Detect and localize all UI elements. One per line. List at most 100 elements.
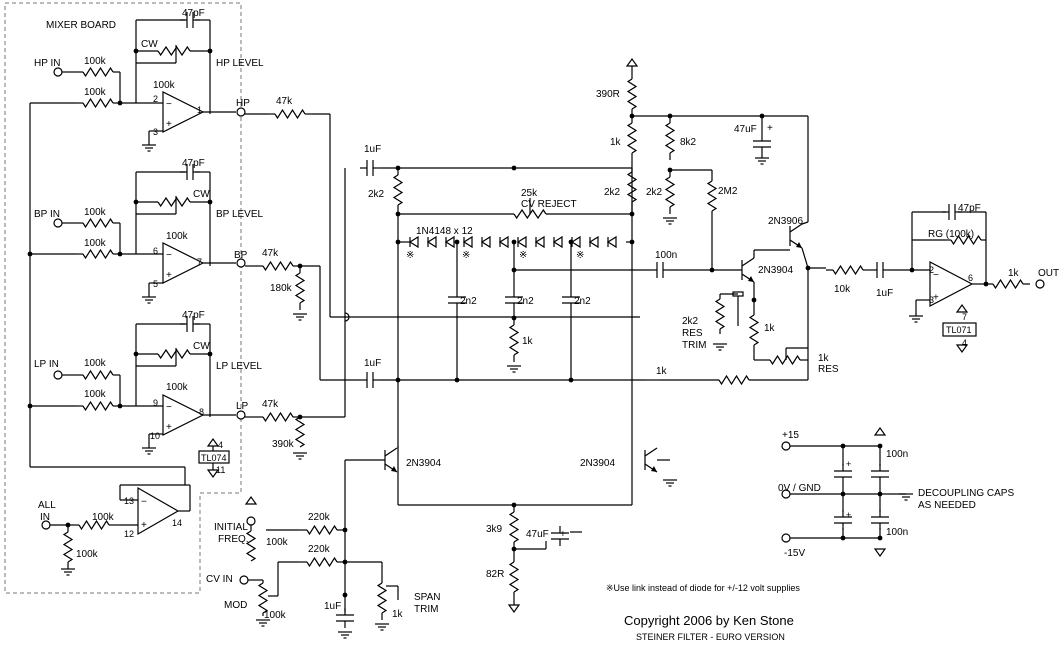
supply-arrow-up [206,437,220,447]
c-p1-plus: + [846,459,851,469]
opamp-minus: − [141,496,147,507]
bp-out-label: BP [234,250,248,261]
span-label-2: TRIM [414,604,438,615]
res-trim-label-1: RES [682,328,703,339]
r-bp-fb-value: 100k [166,231,189,242]
npn-transistor-symbol [391,466,397,472]
pin-7: 7 [197,257,202,267]
q-2n3904-a-label: 2N3904 [758,265,793,276]
opamp-plus: + [166,270,172,281]
opamp-symbol [162,91,205,133]
junction-dot [117,403,123,409]
pin-3: 3 [153,127,158,137]
initial-freq-label-1: INITIAL [214,522,248,533]
pin-6: 6 [153,246,158,256]
resistor-symbol [82,248,114,260]
r-390k-value: 390k [272,439,295,450]
diode-marker-1: ※ [406,250,414,261]
r-82r-value: 82R [486,569,504,580]
res-label: RES [818,364,839,375]
pin-9: 9 [153,398,158,408]
q-2n3906-label: 2N3906 [768,216,803,227]
resistor-symbol [626,122,638,154]
diode-symbol [552,235,563,249]
c-1uf-mid-value: 1uF [364,358,381,369]
r-1k-fb-value: 1k [656,366,668,377]
r-all-gnd-value: 100k [76,549,99,560]
mixer-board-boundary [4,2,242,594]
resistor-symbol [274,108,306,120]
r-bp-in-value: 100k [84,207,107,218]
opamp-plus: + [141,520,147,531]
r-all-in-value: 100k [92,512,115,523]
mixer-board-label: MIXER BOARD [46,20,116,31]
wire [384,447,398,457]
junction-dot [629,239,635,245]
c-47uf-top-plus: + [767,123,773,134]
bp-in-label: BP IN [34,209,60,220]
junction-dot [207,199,213,205]
c-47uf-top-value: 47uF [734,124,757,135]
tl074-pin-4: 4 [218,440,223,450]
r-1k-mid-value: 1k [522,336,534,347]
supply-arrow-up [244,495,258,505]
resistor-symbol [262,260,294,272]
opamp-minus: − [166,99,172,110]
junction-dot [207,351,213,357]
opamp-symbol [929,261,974,307]
out-pin-2: 2 [929,265,934,275]
pin-10: 10 [150,431,160,441]
c-p2-plus: + [846,510,851,520]
r-2k2-right-value: 2k2 [604,187,621,198]
npn-transistor-symbol [796,242,802,248]
pot-mod-value: 100k [264,610,287,621]
resistor-symbol [82,217,114,229]
r-2k2-left-value: 2k2 [368,189,385,200]
all-in-label-2: IN [40,512,50,523]
r-2k2-res-value: 2k2 [682,316,699,327]
supply-arrow-down [873,548,887,558]
wire [644,447,658,457]
diode-symbol [444,235,455,249]
pot-span-value: 1k [392,609,404,620]
r-2k2-b-value: 2k2 [646,187,663,198]
r-8k2-value: 8k2 [680,137,697,148]
junction-dot [342,592,348,598]
resistor-symbol [294,416,306,448]
minus15-label: -15V [784,548,805,559]
junction-dot [133,351,139,357]
lp-level-label: LP LEVEL [216,361,262,372]
jack-symbol [236,258,246,268]
c-47uf-exp-value: 47uF [526,529,549,540]
junction-dot [207,48,213,54]
cv-reject-label: CV REJECT [521,199,577,210]
q-2n3904-b-label: 2N3904 [406,458,441,469]
junction-dot [27,403,33,409]
out-pin-3: 3 [929,295,934,305]
opamp-plus: + [166,119,172,130]
resistor-symbol [832,264,864,276]
junction-dot [117,251,123,257]
diode-symbol [498,235,509,249]
diode-symbol [534,235,545,249]
r-3k9-value: 3k9 [486,524,503,535]
resistor-symbol [950,234,982,246]
opamp-plus: + [166,422,172,433]
junction-dot [117,100,123,106]
pin-13: 13 [124,496,134,506]
c-1uf-top-value: 1uF [364,144,381,155]
supply-arrow-up [625,57,639,67]
note-text: ※Use link instead of diode for +/-12 vol… [606,583,800,593]
diode-symbol [408,235,419,249]
r-220k-b-value: 220k [308,544,331,555]
hp-in-label: HP IN [34,58,61,69]
tl071-pin-7: 7 [962,312,967,322]
c-1uf-span-value: 1uF [324,601,341,612]
opamp-symbol [137,486,180,536]
jack-symbol [781,533,791,543]
c-1uf-out-value: 1uF [876,288,893,299]
junction-dot [133,199,139,205]
resistor-symbol [82,369,114,381]
wire [741,257,755,267]
